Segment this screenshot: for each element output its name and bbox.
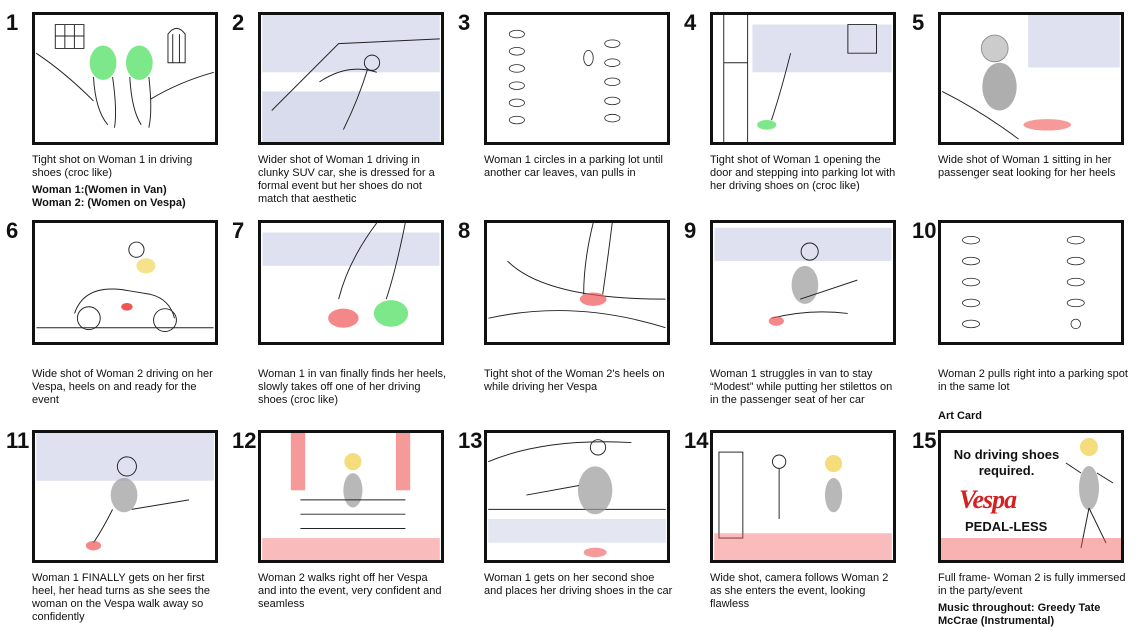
sketch-parking-lot — [508, 29, 621, 125]
music-note: Music throughout: Greedy Tate McCrae (In… — [938, 602, 1101, 627]
vespa-logo: Vespa — [959, 485, 1017, 514]
panel-sketch — [938, 12, 1124, 145]
panel-sketch — [938, 220, 1124, 345]
sketch-changing-shoes — [262, 223, 440, 328]
panel-number: 12 — [232, 428, 257, 453]
sketch-second-shoe — [488, 439, 666, 558]
panel-caption: Woman 1 circles in a parking lot until a… — [484, 154, 663, 179]
panel-number: 15 — [912, 428, 937, 453]
panel-caption: Woman 2 pulls right into a parking spot … — [938, 368, 1128, 393]
sketch-passenger-seat — [941, 15, 1120, 140]
panel-number: 4 — [684, 10, 697, 35]
panel-number: 7 — [232, 218, 245, 243]
panel-number: 5 — [912, 10, 925, 35]
sketch-first-heel — [36, 433, 214, 551]
caption-text: Full frame- Woman 2 is fully immersed in… — [938, 572, 1126, 597]
art-card-frame: No driving shoes required. Vespa PEDAL-L… — [938, 430, 1124, 563]
sketch-vespa-parking — [962, 235, 1085, 330]
panel-number: 2 — [232, 10, 245, 35]
panel-sketch — [258, 220, 444, 345]
character-note: Woman 1:(Women in Van) Woman 2: (Women o… — [32, 184, 222, 210]
sketch-suv-driving — [262, 15, 440, 142]
sketch-stepping-out — [723, 15, 892, 142]
event-floor-highlight — [941, 538, 1121, 560]
panel-caption: Full frame- Woman 2 is fully immersed in… — [938, 572, 1128, 628]
sketch-croc-shoes — [35, 24, 214, 128]
panel-sketch — [484, 12, 670, 145]
panel-sketch — [32, 12, 218, 145]
panel-caption: Woman 1 FINALLY gets on her first heel, … — [32, 572, 210, 623]
sketch-woman-on-vespa — [36, 241, 214, 333]
panel-caption: Woman 1 struggles in van to stay “Modest… — [710, 368, 893, 406]
panel-caption: Wider shot of Woman 1 driving in clunky … — [258, 154, 435, 205]
note-woman-1: Woman 1:(Women in Van) — [32, 184, 167, 196]
panel-number: 13 — [458, 428, 483, 453]
art-card-slogan: PEDAL-LESS — [965, 519, 1048, 534]
panel-number: 10 — [912, 218, 937, 243]
panel-number: 9 — [684, 218, 697, 243]
panel-number: 1 — [6, 10, 19, 35]
panel-sketch — [32, 220, 218, 345]
panel-caption: Woman 2 walks right off her Vespa and in… — [258, 572, 442, 610]
art-card-label: Art Card — [938, 410, 983, 422]
sketch-entering-event — [714, 451, 892, 560]
dancing-woman-illustration — [1065, 438, 1114, 549]
panel-sketch — [710, 12, 896, 145]
panel-number: 6 — [6, 218, 19, 243]
panel-caption: Wide shot of Woman 1 sitting in her pass… — [938, 154, 1116, 179]
panel-sketch — [258, 12, 444, 145]
note-woman-2: Woman 2: (Women on Vespa) — [32, 197, 186, 209]
panel-sketch — [258, 430, 444, 563]
panel-caption: Woman 1 in van finally finds her heels, … — [258, 368, 447, 406]
panel-sketch — [484, 220, 670, 345]
caption-text: Tight shot on Woman 1 in driving shoes (… — [32, 154, 193, 179]
panel-number: 14 — [684, 428, 709, 453]
panel-number: 11 — [6, 428, 30, 453]
panel-caption: Tight shot of the Woman 2's heels on whi… — [484, 368, 665, 393]
panel-caption: Tight shot of Woman 1 opening the door a… — [710, 154, 896, 192]
panel-caption: Wide shot, camera follows Woman 2 as she… — [710, 572, 889, 610]
panel-sketch — [484, 430, 670, 563]
panel-caption: Tight shot on Woman 1 in driving shoes (… — [32, 154, 222, 210]
panel-caption: Woman 1 gets on her second shoe and plac… — [484, 572, 673, 597]
panel-number: 3 — [458, 10, 471, 35]
panel-sketch — [32, 430, 218, 563]
sketch-stilettos-in-van — [714, 227, 892, 326]
panel-caption: Wide shot of Woman 2 driving on her Vesp… — [32, 368, 213, 406]
art-card-tagline: No driving shoes required. — [953, 447, 1060, 478]
panel-sketch — [710, 430, 896, 563]
panel-sketch — [710, 220, 896, 345]
panel-number: 8 — [458, 218, 471, 243]
sketch-walking-into-event — [262, 433, 440, 560]
sketch-heels-on-vespa — [488, 223, 666, 329]
